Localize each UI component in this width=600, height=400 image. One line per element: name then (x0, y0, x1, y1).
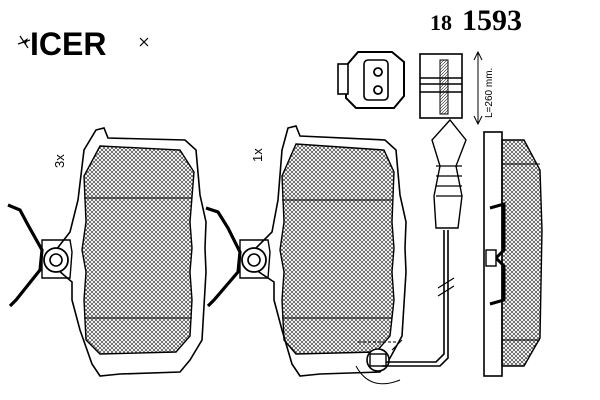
pad-left-friction-lining (81, 145, 195, 355)
brake-pad-left (7, 127, 207, 377)
logo-star-icon-right (139, 37, 149, 47)
pad-middle-spring-clip (205, 206, 271, 308)
pad-left-spring-clip (7, 203, 73, 308)
sensor-length-label: L=260 mm. (484, 68, 495, 118)
brake-pad-side-profile (483, 131, 543, 377)
brake-pad-middle (205, 125, 407, 385)
part-number: 18 1593 (430, 4, 522, 37)
side-profile-lining (501, 139, 543, 367)
part-number-main: 1593 (462, 4, 522, 37)
pad-left-qty-label: 3x (52, 154, 67, 168)
connector-pin-1 (373, 67, 383, 77)
pad-middle-friction-lining (279, 143, 395, 355)
sensor-connector-side-view: L=260 mm. (419, 50, 495, 126)
pad-middle-sensor-mount (355, 339, 403, 385)
brand-name: ICER (30, 26, 106, 62)
pad-middle-qty-label: 1x (250, 148, 265, 162)
connector-pin-2 (373, 85, 383, 95)
brand-logo: ICER (17, 26, 149, 62)
sensor-connector-end-view (337, 51, 405, 109)
logo-star-icon (17, 35, 31, 49)
part-series: 18 (430, 10, 452, 35)
